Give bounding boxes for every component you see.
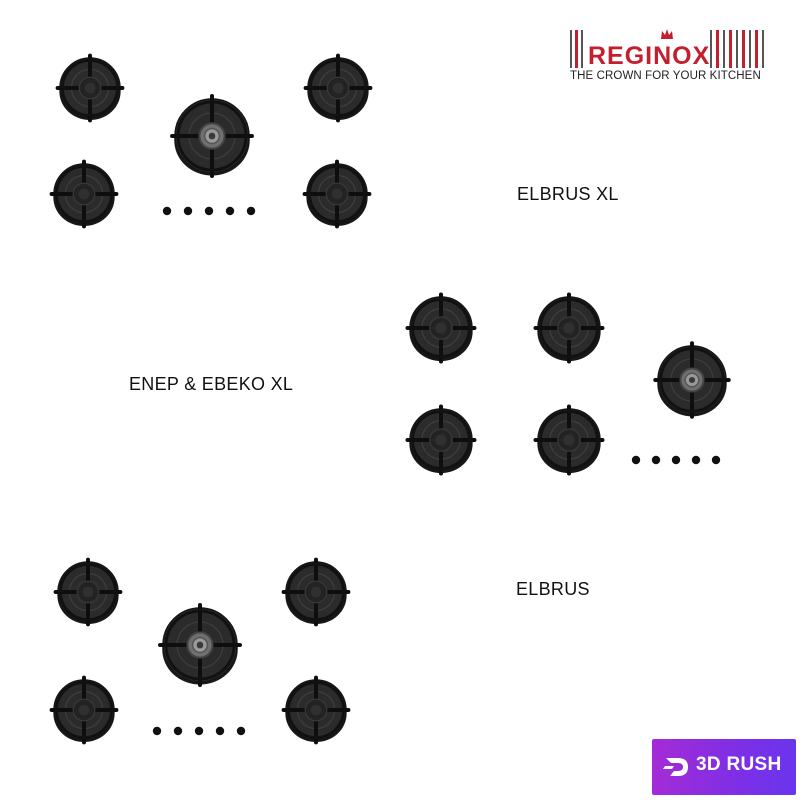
wok-burner <box>653 341 731 419</box>
burner <box>405 292 477 364</box>
burner <box>53 557 123 627</box>
control-knob <box>225 206 235 216</box>
burner <box>49 675 119 745</box>
logo-stripes-left-icon <box>570 30 583 68</box>
burner <box>533 404 605 476</box>
control-knobs <box>152 726 246 736</box>
burner <box>533 292 605 364</box>
burner <box>405 404 477 476</box>
control-knob <box>651 455 661 465</box>
wok-burner <box>170 94 254 178</box>
burner <box>302 159 372 229</box>
control-knob <box>162 206 172 216</box>
control-knob <box>173 726 183 736</box>
product-label-enep-ebeko-xl: ENEP & EBEKO XL <box>129 374 294 394</box>
brand-name: REGINOX <box>588 42 711 70</box>
control-knob <box>711 455 721 465</box>
wok-burner <box>158 603 242 687</box>
control-knob <box>691 455 701 465</box>
watermark-badge: 3D RUSH <box>652 739 796 795</box>
crown-icon <box>661 29 673 39</box>
product-label-elbrus: ELBRUS <box>516 579 590 599</box>
burner <box>281 675 351 745</box>
control-knobs <box>162 206 256 216</box>
control-knob <box>194 726 204 736</box>
control-knob <box>183 206 193 216</box>
burner <box>281 557 351 627</box>
control-knob <box>236 726 246 736</box>
control-knob <box>246 206 256 216</box>
brand-tagline: THE CROWN FOR YOUR KITCHEN <box>570 70 761 82</box>
logo-stripes-right-icon <box>710 30 764 68</box>
control-knob <box>671 455 681 465</box>
watermark-label: 3D RUSH <box>696 754 782 775</box>
control-knob <box>215 726 225 736</box>
rush-logo-icon <box>663 758 688 776</box>
brand-logo: REGINOX THE CROWN FOR YOUR KITCHEN <box>568 28 768 88</box>
burner <box>303 53 373 123</box>
control-knobs <box>631 455 721 465</box>
control-knob <box>204 206 214 216</box>
product-label-elbrus-xl: ELBRUS XL <box>517 184 619 204</box>
control-knob <box>152 726 162 736</box>
burner <box>55 53 125 123</box>
control-knob <box>631 455 641 465</box>
burner <box>49 159 119 229</box>
